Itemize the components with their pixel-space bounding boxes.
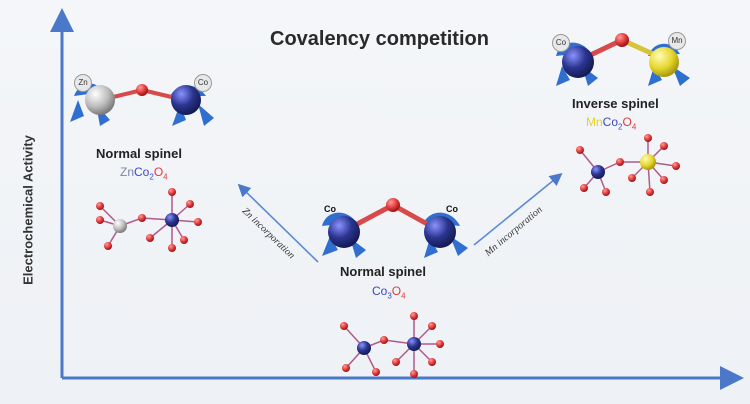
atom-tag-co-right: Co <box>552 34 570 52</box>
right-structure-name: Inverse spinel <box>572 96 659 111</box>
atom-tag-mn: Mn <box>668 32 686 50</box>
center-formula: Co3O4 <box>372 284 406 301</box>
y-axis-label: Electrochemical Activity <box>20 135 36 285</box>
diagram-title: Covalency competition <box>270 28 489 50</box>
tetrahedral-octahedral-cluster-icon-left <box>96 188 202 252</box>
tetrahedral-octahedral-cluster-icon-center <box>340 312 444 378</box>
tetrahedral-octahedral-cluster-icon-right <box>576 134 680 196</box>
atom-tag-co-left: Co <box>194 74 212 92</box>
left-formula: ZnCo2O4 <box>120 165 168 182</box>
bird-molecule-icon-zn-co <box>70 83 214 126</box>
bird-molecule-icon-co-mn <box>556 33 690 86</box>
atom-tag-zn: Zn <box>74 74 92 92</box>
atom-tag-co-center-a: Co <box>324 204 336 214</box>
center-structure-name: Normal spinel <box>340 264 426 279</box>
right-formula: MnCo2O4 <box>586 115 637 132</box>
arrow-mn-incorporation <box>473 172 563 246</box>
left-structure-name: Normal spinel <box>96 146 182 161</box>
atom-tag-co-center-b: Co <box>446 204 458 214</box>
bird-molecule-icon-co-co <box>322 198 468 258</box>
arrow-zn-incorporation <box>237 183 319 263</box>
